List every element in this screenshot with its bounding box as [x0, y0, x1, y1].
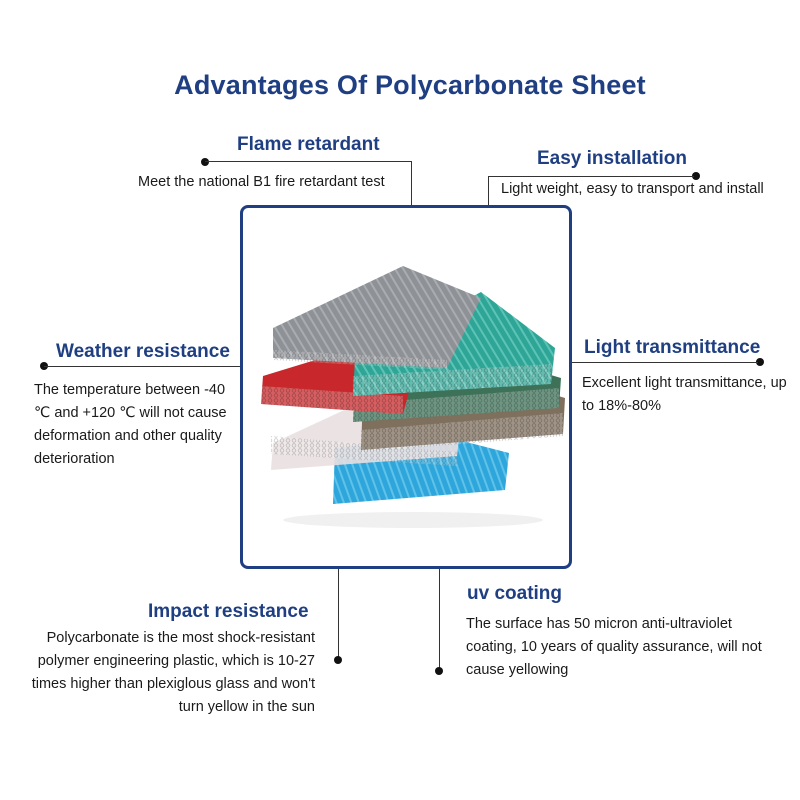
uv-coating-connector	[439, 566, 440, 672]
flame-retardant-heading: Flame retardant	[237, 134, 380, 155]
flame-retardant-dot	[201, 158, 209, 166]
uv-coating-heading: uv coating	[467, 583, 563, 604]
easy-installation-heading: Easy installation	[537, 148, 687, 169]
weather-resistance-line	[44, 366, 241, 367]
easy-installation-line	[488, 176, 694, 177]
impact-resistance-heading: Impact resistance	[148, 601, 309, 622]
uv-coating-text: The surface has 50 micron anti-ultraviol…	[466, 616, 762, 678]
impact-resistance-dot	[334, 656, 342, 664]
light-transmittance-dot	[756, 358, 764, 366]
uv-coating-dot	[435, 667, 443, 675]
weather-resistance-text: The temperature between -40 ℃ and +120 ℃…	[34, 382, 227, 467]
flame-retardant-text: Meet the national B1 fire retardant test	[138, 174, 385, 190]
impact-resistance-connector	[338, 566, 339, 660]
light-transmittance-heading: Light transmittance	[584, 337, 761, 358]
light-transmittance-line	[568, 362, 758, 363]
light-transmittance-text: Excellent light transmittance, up to 18%…	[582, 375, 787, 414]
flame-retardant-line	[205, 161, 412, 162]
impact-resistance-text: Polycarbonate is the most shock-resistan…	[31, 630, 315, 715]
product-image-frame	[240, 205, 572, 569]
weather-resistance-heading: Weather resistance	[56, 341, 230, 362]
polycarbonate-sheets-image	[261, 266, 565, 528]
flame-retardant-connector	[411, 161, 412, 205]
easy-installation-text: Light weight, easy to transport and inst…	[501, 181, 764, 197]
page-title: Advantages Of Polycarbonate Sheet	[174, 70, 646, 100]
easy-installation-dot	[692, 172, 700, 180]
easy-installation-connector	[488, 176, 489, 205]
